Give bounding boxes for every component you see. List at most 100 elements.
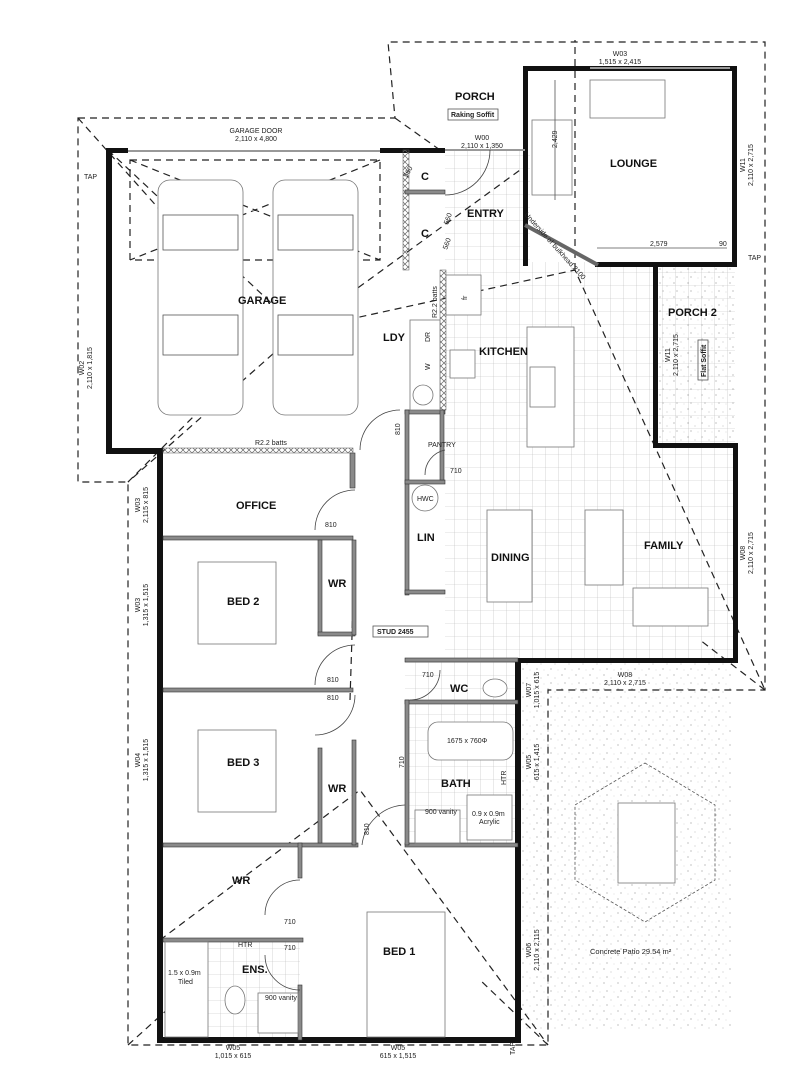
window-w05-ens-size: 1,015 x 615 [215,1053,252,1060]
car-right [272,179,359,416]
kitchen-sink [529,366,556,408]
window-w03-bed2-size: 1,315 x 1,515 [143,584,150,627]
pantry-door[interactable] [424,449,446,476]
room-bed3: BED 3 [227,757,259,769]
window-w05-bed1-size: 615 x 1,515 [380,1053,417,1060]
room-entry: ENTRY [467,208,505,220]
note-washer: W [425,363,432,370]
ldy-door[interactable] [359,409,401,451]
lounge-armchair [531,119,573,196]
interior-walls [162,149,519,1041]
room-garage: GARAGE [238,295,286,307]
window-w11-lounge-size: 2,110 x 2,715 [748,144,755,186]
window-w03-office-size: 2,115 x 815 [143,487,150,523]
garage-door-code: GARAGE DOOR [230,128,283,135]
room-wc: WC [450,683,468,695]
room-laundry: LDY [383,332,406,344]
window-w05-bath-size: 615 x 1,415 [534,744,541,781]
wr1-door[interactable] [264,879,301,916]
room-bed1: BED 1 [383,946,415,958]
window-w04-code: W04 [135,753,142,768]
dim-wr1-door: 710 [284,919,296,926]
room-dining: DINING [491,552,530,564]
room-closet-1: C [421,171,429,183]
window-w06-size: 2,110 x 2,115 [534,929,541,970]
room-wr2: WR [328,578,346,590]
note-hwc: HWC [417,496,434,503]
window-w04-size: 1,315 x 1,515 [143,739,150,782]
ens-vanity [257,992,299,1034]
patio-table-setting [574,762,716,923]
note-stud-height: STUD 2455 [377,629,414,636]
note-shower-ens-type: Tiled [178,979,193,986]
room-office: OFFICE [236,500,276,512]
doors[interactable] [264,149,491,991]
room-wr3: WR [328,783,346,795]
lounge-sofa [589,79,666,119]
family-couch [632,587,709,627]
window-w05-ens-code: W05 [226,1045,241,1052]
wc-toilet [482,678,508,698]
wc-door[interactable] [409,669,441,701]
fixtures [157,79,716,1038]
room-closet-2: C [421,228,429,240]
note-pantry: PANTRY [428,442,456,449]
window-w06-code: W06 [526,943,533,958]
dim-closet-door-1: 560 [403,165,415,179]
office-door[interactable] [314,489,356,531]
garage-door-size: 2,110 x 4,800 [235,136,277,143]
dim-closet-door-3: 560 [442,237,453,250]
room-labels: PORCH LOUNGE GARAGE ENTRY C C LDY KITCHE… [227,91,717,976]
note-tap-bed1: TAP [510,1042,517,1055]
window-w11-lounge-code: W11 [740,158,747,172]
bath-shower [466,794,513,841]
car-left [157,179,244,416]
room-bath: BATH [441,778,471,790]
window-w05-bath-code: W05 [526,755,533,770]
room-linen: LIN [417,532,435,544]
room-wr1: WR [232,875,250,887]
window-w05-bed1-code: W05 [391,1045,406,1052]
bed1-door[interactable] [361,804,406,846]
bed2-door[interactable] [314,644,356,686]
window-w08-patio-size: 2,110 x 2,715 [604,680,646,687]
room-porch: PORCH [455,91,495,103]
note-fridge: fr [462,295,469,300]
hwc-cylinder [411,484,439,512]
dim-bed1-door: 810 [364,823,371,835]
note-heater-ens: HTR [238,942,252,949]
dim-bed3-door: 810 [327,695,339,702]
note-batts-garage: R2.2 batts [255,440,287,447]
note-heater-bath: HTR [501,771,508,785]
note-shower-bath-type: Acrylic [479,819,500,826]
dim-closet-door-2: 560 [443,212,454,225]
window-w02-size: 2,110 x 1,815 [87,347,94,389]
room-kitchen: KITCHEN [479,346,528,358]
porch2-concrete [657,267,735,445]
window-w03-lounge-code: W03 [613,51,628,58]
window-w00-size: 2,110 x 1,350 [461,143,503,150]
room-lounge: LOUNGE [610,158,657,170]
entry-door[interactable] [444,149,491,196]
dim-lounge-width: 2,579 [650,241,668,248]
room-family: FAMILY [644,540,684,552]
window-w07-code: W07 [526,683,533,698]
note-batts-ldy: R2.2 batts [432,286,439,318]
window-w03-office-code: W03 [135,498,142,513]
dim-wc-door: 710 [422,672,434,679]
dim-pantry-door: 710 [450,468,462,475]
dim-ldy-door: 810 [395,423,402,435]
room-bed2: BED 2 [227,596,259,608]
fridge [445,274,482,316]
dim-ens-door: 710 [284,945,296,952]
ens-door[interactable] [264,954,301,991]
note-shower-bath-size: 0.9 x 0.9m [472,811,505,818]
ens-toilet [224,985,246,1015]
bed3-door[interactable] [314,694,356,736]
note-dryer: DR [425,332,432,342]
window-w03-bed2-code: W03 [135,598,142,613]
dim-lounge-depth: 2,429 [552,130,559,148]
cooktop [449,349,476,379]
ldy-tub [412,384,434,406]
